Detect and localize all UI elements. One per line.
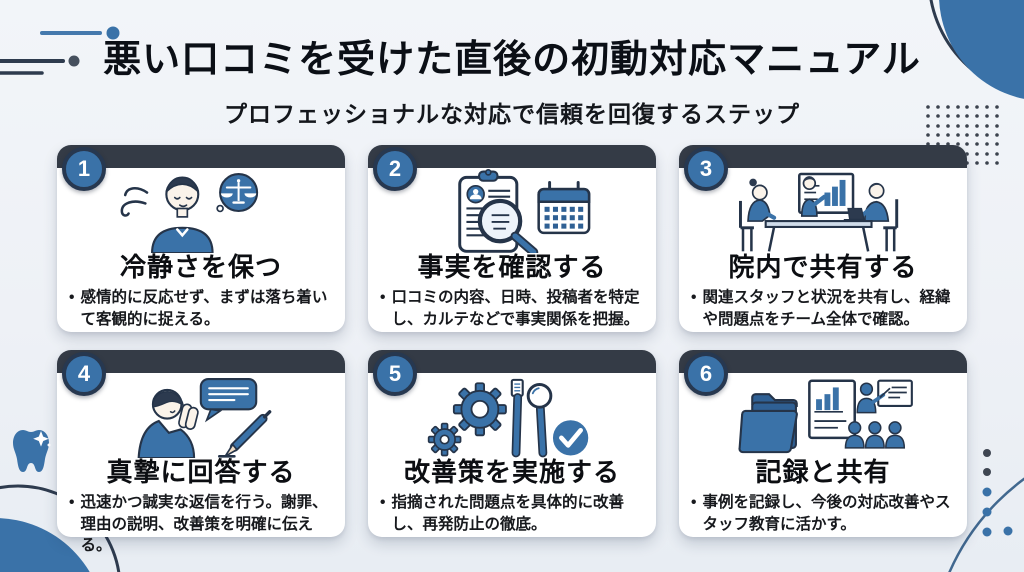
- bullet-marker: •: [69, 494, 75, 511]
- apology-reply-pen-icon: [137, 377, 272, 458]
- card-description: • 感情的に反応せず、まずは落ち着いて客観的に捉える。: [69, 287, 333, 330]
- steps-grid: 1: [57, 145, 967, 554]
- card-description-text: 関連スタッフと状況を共有し、経緯や問題点をチーム全体で確認。: [702, 289, 951, 328]
- card-description-text: 指摘された問題点を具体的に改善し、再発防止の徹底。: [391, 494, 624, 533]
- card-illustration: [679, 374, 967, 458]
- card-description-text: 迅速かつ誠実な返信を行う。謝罪、理由の説明、改善策を明確に伝える。: [80, 494, 328, 555]
- step-card-2: 2: [368, 145, 656, 332]
- card-illustration: [57, 374, 345, 458]
- card-header-bar: [57, 145, 345, 168]
- card-description: • 事例を記録し、今後の対応改善やスタッフ教育に活かす。: [691, 492, 955, 535]
- calm-person-scales-icon: [120, 172, 259, 253]
- step-card-3: 3: [679, 145, 967, 332]
- card-description: • 関連スタッフと状況を共有し、経緯や問題点をチーム全体で確認。: [691, 287, 955, 330]
- card-header-bar: [368, 350, 656, 373]
- bullet-marker: •: [380, 289, 386, 306]
- card-description-text: 感情的に反応せず、まずは落ち着いて客観的に捉える。: [80, 289, 328, 328]
- bullet-marker: •: [69, 289, 75, 306]
- card-title: 院内で共有する: [728, 252, 918, 282]
- card-title: 真摯に回答する: [106, 457, 296, 487]
- gears-dental-tools-check-icon: [428, 378, 589, 458]
- card-description-text: 口コミの内容、日時、投稿者を特定し、カルテなどで事実関係を把握。: [391, 289, 640, 328]
- step-number-badge: 5: [373, 352, 417, 396]
- card-illustration: [368, 169, 656, 253]
- card-description: • 口コミの内容、日時、投稿者を特定し、カルテなどで事実関係を把握。: [380, 287, 644, 330]
- bottomright-dots-column: [982, 449, 1013, 537]
- step-number-badge: 4: [62, 352, 106, 396]
- step-number-badge: 6: [684, 352, 728, 396]
- page-title: 悪い口コミを受けた直後の初動対応マニュアル: [103, 39, 921, 81]
- folder-records-training-icon: [738, 379, 914, 454]
- bullet-marker: •: [380, 494, 386, 511]
- card-description: • 指摘された問題点を具体的に改善し、再発防止の徹底。: [380, 492, 644, 535]
- card-title: 記録と共有: [755, 457, 891, 487]
- team-meeting-icon: [739, 172, 899, 252]
- card-header-bar: [368, 145, 656, 168]
- card-illustration: [57, 169, 345, 253]
- step-card-6: 6: [679, 350, 967, 537]
- card-header-bar: [679, 350, 967, 373]
- card-illustration: [368, 374, 656, 458]
- bullet-marker: •: [691, 494, 697, 511]
- step-number-badge: 3: [684, 147, 728, 191]
- card-header-bar: [57, 350, 345, 373]
- header: 悪い口コミを受けた直後の初動対応マニュアル プロフェッショナルな対応で信頼を回復…: [0, 28, 1024, 129]
- step-number-badge: 1: [62, 147, 106, 191]
- card-title: 改善策を実施する: [403, 457, 620, 487]
- step-number-badge: 2: [373, 147, 417, 191]
- bullet-marker: •: [691, 289, 697, 306]
- card-title: 冷静さを保つ: [119, 252, 282, 282]
- clipboard-magnifier-calendar-icon: [458, 169, 591, 253]
- step-card-1: 1: [57, 145, 345, 332]
- tooth-icon: [13, 430, 51, 472]
- card-illustration: [679, 169, 967, 253]
- card-title: 事実を確認する: [417, 252, 607, 282]
- card-description: • 迅速かつ誠実な返信を行う。謝罪、理由の説明、改善策を明確に伝える。: [69, 492, 333, 557]
- card-description-text: 事例を記録し、今後の対応改善やスタッフ教育に活かす。: [702, 494, 951, 533]
- step-card-5: 5: [368, 350, 656, 537]
- card-header-bar: [679, 145, 967, 168]
- page-subtitle: プロフェッショナルな対応で信頼を回復するステップ: [224, 101, 800, 127]
- step-card-4: 4: [57, 350, 345, 554]
